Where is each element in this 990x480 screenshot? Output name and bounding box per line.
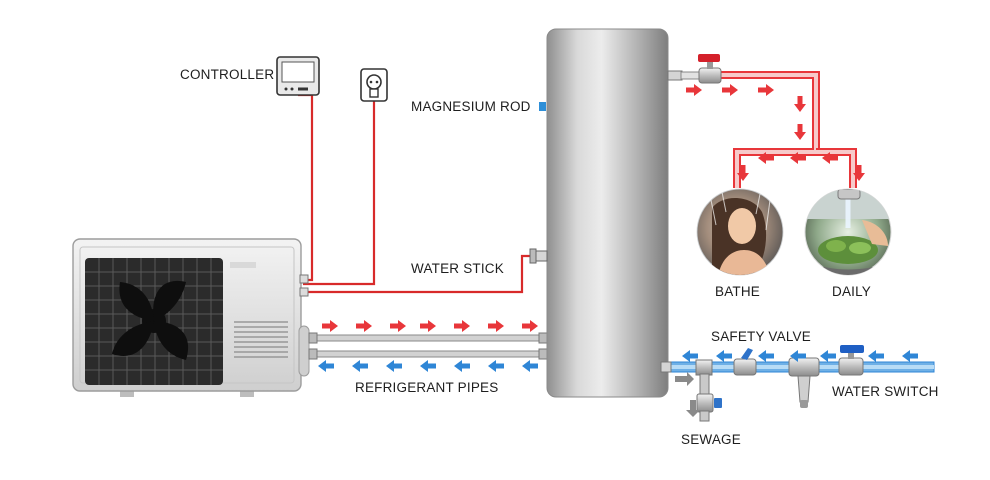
flow-arrow-right: [522, 320, 538, 332]
water-switch-valve: [838, 345, 864, 376]
flow-arrow-left: [902, 350, 918, 362]
flow-arrow-left: [790, 350, 806, 362]
refrigerant-hot-flow-arrows: [322, 320, 538, 332]
safety-valve: [733, 348, 757, 376]
sewage-tee: [695, 359, 722, 422]
controller-label: CONTROLLER: [180, 67, 274, 82]
drain-arrows: [675, 372, 700, 417]
flow-arrow-left: [352, 360, 368, 372]
flow-arrow-left: [386, 360, 402, 372]
water-switch-label: WATER SWITCH: [832, 384, 939, 399]
flow-arrow-right: [390, 320, 406, 332]
power-socket-icon: [360, 68, 388, 102]
safety-valve-label: SAFETY VALVE: [711, 329, 811, 344]
daily-label: DAILY: [832, 284, 871, 299]
flow-arrow-left: [420, 360, 436, 372]
controller-panel-icon: [276, 56, 320, 96]
refrigerant-pipes-label: REFRIGERANT PIPES: [355, 380, 498, 395]
power-wire: [303, 100, 376, 286]
flow-arrow-left: [758, 152, 774, 164]
flow-arrow-right: [722, 84, 738, 96]
magnesium-rod-marker: [539, 102, 546, 111]
flow-arrow-right: [488, 320, 504, 332]
flow-arrow-right: [420, 320, 436, 332]
flow-arrow-left: [820, 350, 836, 362]
flow-arrow-left: [454, 360, 470, 372]
flow-arrow-down: [794, 96, 806, 112]
flow-arrow-left: [758, 350, 774, 362]
hot-water-pipe: [700, 71, 857, 188]
fan-icon: [112, 280, 189, 360]
flow-arrow-left: [682, 350, 698, 362]
hot-water-valve: [698, 54, 722, 84]
shower-photo-icon: [696, 188, 784, 276]
hot-outlet-fitting: [667, 70, 683, 81]
water-stick-wire: [303, 254, 536, 294]
water-switch-filter: [788, 357, 820, 408]
magnesium-rod-label: MAGNESIUM ROD: [411, 99, 531, 114]
cold-water-flow-arrows: [682, 350, 918, 362]
sewage-label: SEWAGE: [681, 432, 741, 447]
water-stick-label: WATER STICK: [411, 261, 504, 276]
flow-arrow-right: [356, 320, 372, 332]
flow-arrow-down: [853, 165, 865, 181]
flow-arrow-down: [794, 124, 806, 140]
flow-arrow-right: [322, 320, 338, 332]
flow-arrow-left: [868, 350, 884, 362]
flow-arrow-left: [822, 152, 838, 164]
flow-arrow-right: [758, 84, 774, 96]
faucet-photo-icon: [804, 188, 892, 276]
water-stick-sensor: [529, 248, 548, 264]
flow-arrow-left: [318, 360, 334, 372]
outdoor-heat-pump-unit: [72, 238, 310, 397]
flow-arrow-left: [790, 152, 806, 164]
flow-arrow-left: [488, 360, 504, 372]
hot-water-flow-arrows: [686, 84, 865, 181]
refrigerant-cold-flow-arrows: [318, 360, 538, 372]
flow-arrow-left: [716, 350, 732, 362]
flow-arrow-down: [737, 165, 749, 181]
flow-arrow-left: [522, 360, 538, 372]
bathe-label: BATHE: [715, 284, 760, 299]
flow-arrow-right: [686, 84, 702, 96]
flow-arrow-right: [454, 320, 470, 332]
refrigerant-pipes: [308, 332, 548, 360]
water-tank: [546, 28, 669, 398]
